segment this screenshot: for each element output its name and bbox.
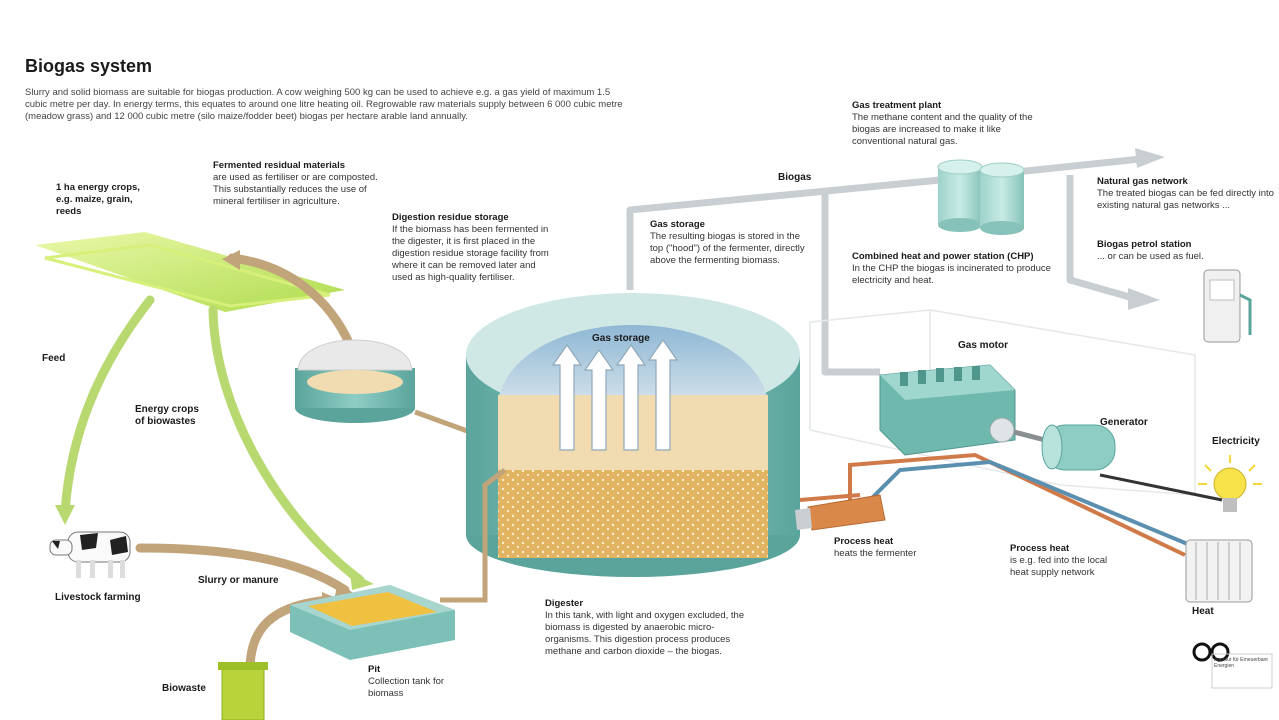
caption-generator: Generator: [1100, 417, 1148, 428]
label-biogas-petrol-station: Biogas petrol station ... or can be used…: [1097, 239, 1275, 263]
label-title: Biogas petrol station: [1097, 239, 1192, 250]
caption-biowaste: Biowaste: [162, 683, 206, 694]
label-title: Fermented residual materials: [213, 160, 345, 171]
label-title: Digestion residue storage: [392, 212, 509, 223]
flow-arrows: [60, 253, 365, 675]
caption-gas-motor: Gas motor: [958, 340, 1009, 351]
label-title: Combined heat and power station (CHP): [852, 251, 1034, 262]
caption-gas-storage-inner: Gas storage: [592, 333, 650, 344]
label-process-heat-fermenter: Process heat heats the fermenter: [834, 536, 954, 560]
label-text: In the CHP the biogas is incinerated to …: [852, 263, 1051, 286]
label-gas-treatment: Gas treatment plant The methane content …: [852, 100, 1037, 148]
label-title: Gas treatment plant: [852, 100, 942, 111]
residue-pipe: [414, 409, 471, 435]
label-text: are used as fertiliser or are composted.…: [213, 172, 378, 207]
caption-biogas: Biogas: [778, 172, 812, 183]
label-title: Gas storage: [650, 219, 705, 230]
label-text: If the biomass has been fermented in the…: [392, 224, 549, 283]
pipe-arrowheads: [1128, 148, 1165, 310]
intro-text: Slurry and solid biomass are suitable fo…: [25, 87, 623, 122]
label-text: Collection tank for biomass: [368, 676, 445, 699]
label-chp: Combined heat and power station (CHP) In…: [852, 251, 1072, 287]
label-text: The methane content and the quality of t…: [852, 112, 1033, 147]
label-title: 1 ha energy crops, e.g. maize, grain, re…: [56, 182, 140, 217]
heat-exchanger: [795, 494, 886, 531]
residue-storage-tank: [295, 339, 415, 423]
label-digester: Digester In this tank, with light and ox…: [545, 598, 755, 658]
caption-slurry-or-manure: Slurry or manure: [198, 575, 279, 586]
energy-crop-field: [35, 232, 345, 312]
label-text: The resulting biogas is stored in the to…: [650, 231, 805, 266]
electricity-cable: [1099, 473, 1223, 502]
label-digestion-residue: Digestion residue storage If the biomass…: [392, 212, 552, 284]
page-title: Biogas system: [25, 56, 153, 76]
label-text: In this tank, with light and oxygen excl…: [545, 610, 745, 657]
gas-pipes: [626, 154, 1151, 376]
label-title: Pit: [368, 664, 381, 675]
heat-lines: [799, 452, 1191, 557]
label-text: heats the fermenter: [834, 548, 917, 559]
label-process-heat-network: Process heat is e.g. fed into the local …: [1010, 543, 1120, 579]
label-fermented-residual: Fermented residual materials are used as…: [213, 160, 383, 208]
petrol-pump-icon: [1203, 269, 1252, 343]
light-bulb-icon: [1198, 455, 1262, 512]
label-text: is e.g. fed into the local heat supply n…: [1010, 555, 1108, 578]
label-gas-storage: Gas storage The resulting biogas is stor…: [650, 219, 810, 267]
label-title: Digester: [545, 598, 584, 609]
biowaste-bin: [218, 662, 268, 720]
caption-energy-crops-biowastes: Energy crops of biowastes: [135, 404, 199, 427]
caption-livestock-farming: Livestock farming: [55, 592, 141, 603]
aee-logo: [1192, 642, 1273, 689]
generator: [1041, 424, 1116, 471]
pit-tank: [290, 585, 455, 660]
caption-electricity: Electricity: [1212, 436, 1260, 447]
gas-rising-arrows: [551, 338, 679, 451]
label-title: Process heat: [1010, 543, 1070, 554]
logo-text: Agentur für Erneuerbare Energien: [1214, 657, 1268, 669]
feed-pipe: [440, 468, 507, 603]
gas-treatment-cylinders: [937, 159, 1025, 235]
label-natural-gas-network: Natural gas network The treated biogas c…: [1097, 176, 1275, 212]
label-pit: Pit Collection tank for biomass: [368, 664, 468, 700]
radiator-icon: [1185, 539, 1253, 603]
motor-shaft: [1013, 429, 1046, 443]
gas-motor: [879, 364, 1016, 456]
label-text: ... or can be used as fuel.: [1097, 251, 1204, 262]
label-text: The treated biogas can be fed directly i…: [1097, 188, 1274, 211]
caption-heat: Heat: [1192, 606, 1214, 617]
cow-icon: [49, 531, 131, 578]
label-title: Process heat: [834, 536, 894, 547]
label-title: Natural gas network: [1097, 176, 1188, 187]
caption-feed: Feed: [42, 353, 66, 364]
label-energy-crops-field: 1 ha energy crops, e.g. maize, grain, re…: [56, 182, 186, 218]
